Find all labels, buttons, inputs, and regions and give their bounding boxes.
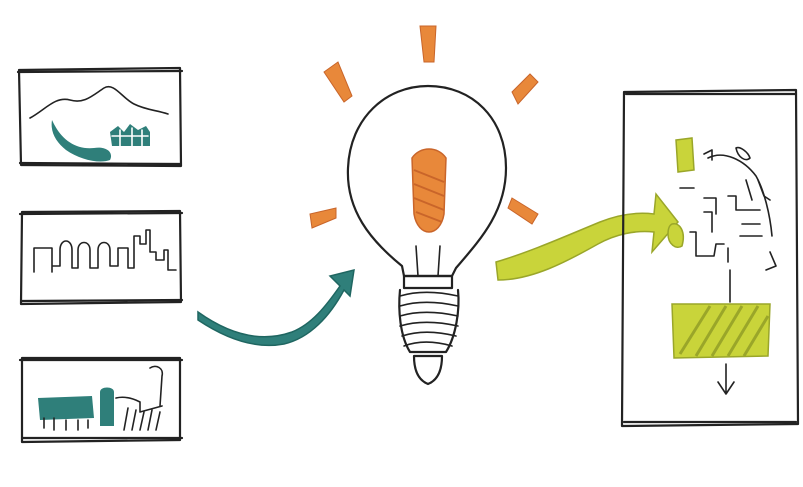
skyline-panel bbox=[20, 211, 182, 304]
ray-upper-left bbox=[324, 62, 352, 102]
yellow-block-top bbox=[676, 138, 694, 172]
ray-upper-right bbox=[512, 74, 538, 104]
teal-machine-shape bbox=[38, 396, 94, 420]
yellow-oval bbox=[668, 224, 683, 248]
plan-panel bbox=[622, 90, 798, 426]
machine-panel bbox=[20, 358, 182, 442]
lightbulb-icon bbox=[348, 86, 506, 384]
teal-houses-shape bbox=[110, 124, 150, 146]
landscape-panel bbox=[18, 68, 182, 166]
ray-lower-right bbox=[508, 198, 538, 224]
ray-top bbox=[420, 26, 436, 62]
teal-arrow bbox=[198, 270, 354, 345]
teal-tank-shape bbox=[100, 388, 114, 427]
ray-lower-left bbox=[310, 208, 336, 228]
teal-river-shape bbox=[52, 120, 111, 162]
